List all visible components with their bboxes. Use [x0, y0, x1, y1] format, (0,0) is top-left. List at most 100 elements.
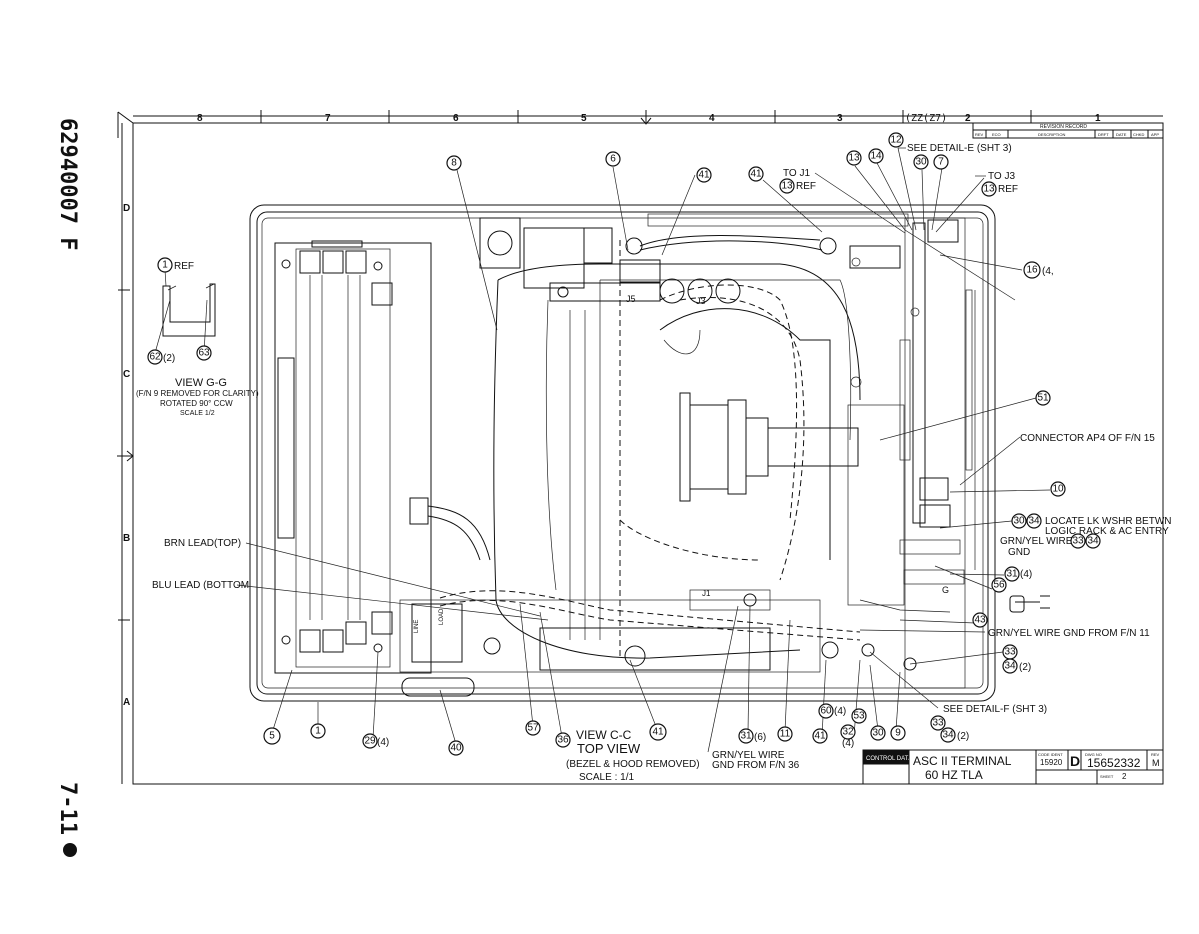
svg-text:DWG NO: DWG NO — [1085, 752, 1102, 757]
zone-8: 8 — [197, 113, 203, 124]
svg-text:62: 62 — [149, 352, 161, 363]
svg-text:13: 13 — [848, 153, 860, 164]
balloon-34-gnd: 34 — [1085, 533, 1101, 549]
svg-text:34: 34 — [1028, 516, 1040, 527]
svg-text:8: 8 — [451, 158, 457, 169]
balloon-33-right: 33 — [1002, 644, 1018, 660]
svg-text:(4): (4) — [834, 706, 846, 717]
svg-text:ROTATED 90° CCW: ROTATED 90° CCW — [160, 399, 233, 408]
svg-text:33: 33 — [1004, 647, 1016, 658]
connector-ap4: CONNECTOR AP4 OF F/N 15 — [1020, 433, 1155, 444]
zone-a: A — [123, 697, 130, 708]
label-line: LINE — [414, 620, 420, 633]
zone-2: 2 — [965, 113, 971, 124]
svg-text:57: 57 — [527, 723, 539, 734]
view-gg-caption: VIEW G-G (F/N 9 REMOVED FOR CLARITY) ROT… — [136, 377, 259, 417]
view-gg-bracket — [162, 283, 216, 337]
grn-yel-wire: GRN/YEL WIRE — [1000, 536, 1073, 547]
balloon-1: 1 — [310, 723, 326, 739]
svg-text:VIEW G-G: VIEW G-G — [175, 377, 227, 389]
balloon-29: 29 — [362, 733, 378, 749]
zone-7: 7 — [325, 113, 331, 124]
svg-text:SCALE 1/2: SCALE 1/2 — [180, 410, 215, 417]
svg-text:(4): (4) — [842, 738, 854, 749]
balloon-10: 10 — [1050, 481, 1066, 497]
svg-text:DESCRIPTION: DESCRIPTION — [1038, 132, 1065, 137]
label-load: LOAD — [439, 608, 445, 625]
balloon-34-bottom: 34 — [940, 727, 956, 743]
to-j3: TO J3 — [988, 171, 1015, 182]
svg-text:63: 63 — [198, 348, 210, 359]
drawing-border — [132, 122, 1164, 785]
svg-text:34: 34 — [942, 730, 954, 741]
svg-text:1: 1 — [162, 260, 168, 271]
balloon-34-right: 34 — [1002, 658, 1018, 674]
svg-text:30: 30 — [1013, 516, 1025, 527]
svg-text:40: 40 — [450, 743, 462, 754]
logic-rack — [847, 217, 1016, 689]
blu-lead: BLU LEAD (BOTTOM — [152, 580, 249, 591]
zone-c: C — [123, 369, 130, 380]
balloon-41-c: 41 — [649, 723, 667, 741]
logic-rack-entry: LOGIC RACK & AC ENTRY — [1045, 526, 1169, 537]
see-detail-e: SEE DETAIL-E (SHT 3) — [907, 143, 1012, 154]
svg-text:51: 51 — [1037, 393, 1049, 404]
part-number-margin: 62940007 F — [55, 118, 80, 251]
balloon-13-a: 13 — [779, 178, 795, 194]
gnd-label: GND — [1008, 547, 1030, 558]
balloon-9: 9 — [890, 725, 906, 741]
svg-text:31: 31 — [740, 731, 752, 742]
svg-text:43: 43 — [974, 615, 986, 626]
drawing-rev: M — [1152, 758, 1160, 768]
zone-3: 3 — [837, 113, 843, 124]
svg-text:7: 7 — [938, 157, 944, 168]
punch-hole — [63, 843, 77, 857]
top-code: (ZZ(Z7) — [905, 113, 947, 124]
balloon-33-gnd: 33 — [1070, 533, 1086, 549]
svg-text:32: 32 — [842, 727, 854, 738]
top-view-caption: VIEW C-C TOP VIEW (BEZEL & HOOD REMOVED)… — [566, 728, 700, 783]
svg-text:9: 9 — [895, 728, 901, 739]
balloon-57: 57 — [525, 720, 541, 736]
drawing-title-line2: 60 HZ TLA — [925, 768, 983, 782]
svg-text:REV: REV — [975, 132, 984, 137]
balloon-30-mid: 30 — [1011, 513, 1027, 529]
top-connectors: J5 J3 — [479, 213, 909, 306]
balloon-7: 7 — [933, 154, 949, 170]
to-j1: TO J1 — [783, 168, 810, 179]
company-name: CONTROL DATA — [866, 756, 912, 762]
zone-ruler-top: 8 7 6 5 4 3 2 1 (ZZ(Z7) — [133, 110, 1163, 125]
title-block: CONTROL DATA ASC II TERMINAL 60 HZ TLA C… — [862, 749, 1164, 785]
label-j3: J3 — [696, 296, 706, 306]
balloon-30-bottom: 30 — [870, 725, 886, 741]
zone-ruler-left: D C B A — [117, 123, 134, 784]
svg-text:(4): (4) — [377, 737, 389, 748]
page-number-margin: 7-11 — [55, 782, 80, 835]
svg-text:VIEW C-C: VIEW C-C — [576, 728, 632, 742]
svg-text:CHKD: CHKD — [1133, 132, 1144, 137]
balloon-12: 12 — [888, 132, 904, 148]
callout-labels: SEE DETAIL-E (SHT 3) TO J1 REF TO J3 REF… — [152, 143, 1172, 771]
svg-text:DATE: DATE — [1116, 132, 1127, 137]
leader-lines — [154, 147, 1051, 753]
logic-board — [274, 240, 491, 674]
svg-text:(BEZEL & HOOD REMOVED): (BEZEL & HOOD REMOVED) — [566, 759, 700, 770]
drawing-size: D — [1070, 753, 1080, 769]
balloon-32: 32 — [840, 724, 856, 740]
balloon-31-right: 31 — [1004, 566, 1020, 582]
balloon-13-b: 13 — [846, 150, 862, 166]
svg-text:(6): (6) — [754, 732, 766, 743]
balloon-56: 56 — [991, 577, 1007, 593]
balloon-62: 62 — [147, 349, 163, 365]
svg-text:DRFT: DRFT — [1098, 132, 1109, 137]
balloon-11: 11 — [777, 726, 793, 742]
ref-j1: REF — [796, 181, 816, 192]
balloon-6: 6 — [605, 151, 621, 167]
grn-yel-36-a: GRN/YEL WIRE — [712, 750, 785, 761]
svg-text:TOP VIEW: TOP VIEW — [577, 741, 641, 756]
zone-4: 4 — [709, 113, 715, 124]
revision-block: REVISION RECORD REV ECO DESCRIPTION DRFT… — [972, 122, 1164, 139]
ref-gg: REF — [174, 261, 194, 272]
svg-text:36: 36 — [557, 735, 569, 746]
balloon-63: 63 — [196, 345, 212, 361]
